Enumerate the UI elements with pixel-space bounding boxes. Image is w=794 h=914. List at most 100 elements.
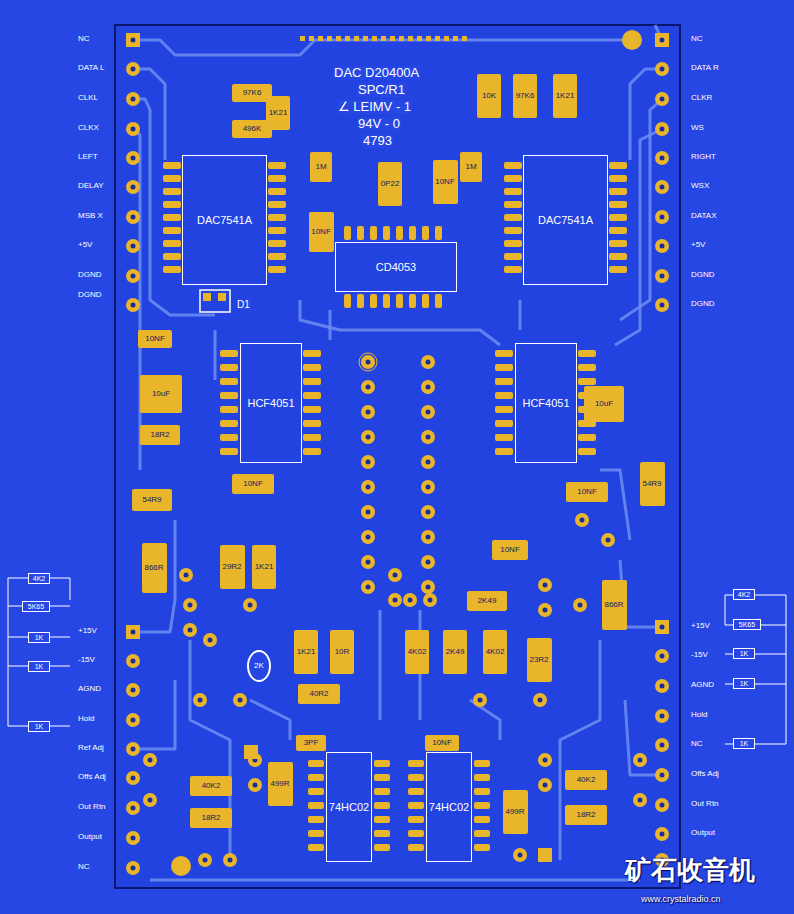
through-hole-pad — [223, 853, 237, 867]
connector-pad — [126, 180, 140, 194]
smd-component: 40K2 — [565, 770, 607, 790]
ic-pad — [396, 226, 403, 240]
part-value: CD4053 — [376, 262, 416, 273]
smd-component: 18R2 — [565, 805, 607, 825]
part-value: 54R9 — [142, 496, 161, 504]
ic-pad — [504, 162, 522, 169]
ic-outline: 74HC02 — [426, 752, 472, 862]
part-value: 10uF — [595, 400, 613, 408]
connector-pad — [655, 768, 669, 782]
ic-pad — [268, 266, 286, 273]
through-hole-pad — [244, 745, 258, 759]
smd-component: 1K21 — [252, 545, 276, 589]
header-pad — [399, 36, 404, 41]
header-pad — [361, 555, 375, 569]
resistor-symbol: 1K — [733, 648, 755, 659]
resistor-symbol: 1K — [28, 661, 50, 672]
ic-pad — [474, 760, 490, 767]
ic-pad — [220, 392, 238, 399]
drill-hole — [203, 858, 208, 863]
copper-trace — [625, 700, 662, 775]
header-pad — [421, 355, 435, 369]
copper-trace — [630, 69, 662, 160]
header-pad — [361, 480, 375, 494]
schematic-wire — [761, 625, 786, 626]
ic-pad — [308, 760, 324, 767]
drill-hole — [478, 698, 483, 703]
drill-hole — [188, 603, 193, 608]
ic-pad — [220, 420, 238, 427]
header-pad — [327, 36, 332, 41]
ic-outline: 74HC02 — [326, 752, 372, 862]
smd-component: 4K02 — [405, 630, 429, 674]
part-value: 10NF — [145, 335, 165, 343]
pin-name: Hold — [77, 715, 95, 724]
ic-pad — [504, 214, 522, 221]
ic-pad — [474, 830, 490, 837]
pin-name: Ref Adj — [77, 744, 105, 753]
connector-pad — [655, 620, 669, 634]
pin-name: DGND — [77, 271, 103, 280]
header-pad — [300, 36, 305, 41]
ic-pad — [409, 226, 416, 240]
resistor-symbol: 4K2 — [28, 573, 50, 584]
pin-name: Output — [690, 829, 716, 838]
through-hole-pad — [538, 753, 552, 767]
part-value: 4K02 — [408, 648, 427, 656]
ic-pad — [383, 294, 390, 308]
ic-pad — [303, 350, 321, 357]
smd-component: 10NF — [232, 474, 274, 494]
smd-component: 54R9 — [640, 462, 665, 506]
pin-name: +15V — [77, 627, 98, 636]
part-value: 10NF — [311, 228, 331, 236]
through-hole-pad — [183, 623, 197, 637]
drill-hole — [131, 659, 136, 664]
ic-pad — [268, 227, 286, 234]
through-hole-pad — [198, 853, 212, 867]
resistor-symbol: 1K — [733, 678, 755, 689]
smd-component: 866R — [602, 580, 627, 630]
drill-hole — [426, 360, 431, 365]
drill-hole — [131, 127, 136, 132]
through-hole-pad — [538, 603, 552, 617]
header-pad — [435, 36, 440, 41]
ic-pad — [303, 406, 321, 413]
pin-name: Offs Adj — [77, 773, 107, 782]
drill-hole — [131, 156, 136, 161]
drill-hole — [131, 718, 136, 723]
drill-hole — [131, 244, 136, 249]
board-marking: ∠ LEIMV - 1 — [337, 100, 412, 114]
ic-pad — [303, 448, 321, 455]
pin-name: DGND — [690, 271, 716, 280]
pin1-mark — [359, 353, 377, 371]
drill-hole — [208, 638, 213, 643]
copper-trace — [214, 330, 217, 380]
header-pad — [363, 36, 368, 41]
through-hole-pad — [573, 598, 587, 612]
smd-component: 29R2 — [220, 545, 245, 589]
smd-component: 0P22 — [378, 162, 402, 206]
smd-component: 10uF — [140, 375, 182, 413]
ic-pad — [408, 844, 424, 851]
drill-hole — [606, 538, 611, 543]
board-marking: SPC/R1 — [357, 83, 406, 97]
ic-pad — [383, 226, 390, 240]
part-value: 40R2 — [309, 690, 328, 698]
drill-hole — [543, 758, 548, 763]
pin-name: DATA L — [77, 64, 105, 73]
drill-hole — [131, 303, 136, 308]
resistor-symbol: 5K65 — [733, 619, 761, 630]
connector-pad — [126, 33, 140, 47]
header-pad — [354, 36, 359, 41]
connector-pad — [655, 269, 669, 283]
smd-component: 499R — [503, 790, 528, 834]
ic-pad — [408, 760, 424, 767]
part-value: 4K02 — [486, 648, 505, 656]
drill-hole — [660, 156, 665, 161]
schematic-wire — [725, 595, 733, 625]
header-pad — [345, 36, 350, 41]
pin-name: CLKL — [77, 94, 99, 103]
ic-pad — [408, 788, 424, 795]
ic-pad — [495, 378, 513, 385]
part-value: 4K2 — [33, 575, 45, 582]
